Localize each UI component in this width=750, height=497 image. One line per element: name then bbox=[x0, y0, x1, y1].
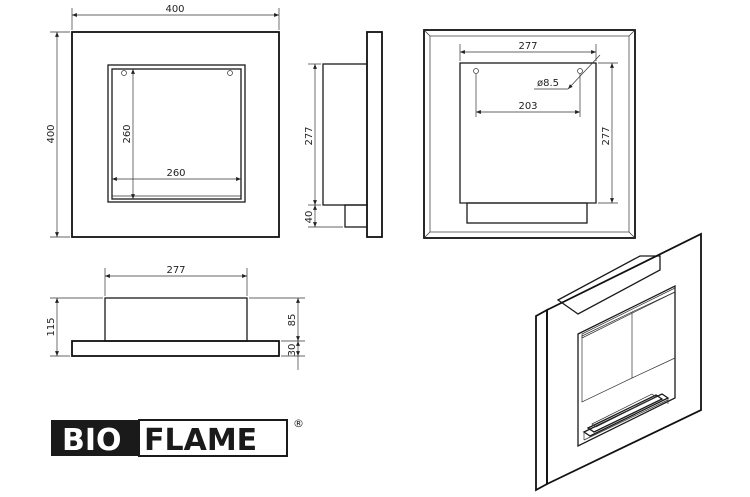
front-opening-outer bbox=[107, 64, 246, 203]
back-view: 277 203 ø8.5 277 bbox=[423, 29, 636, 239]
logo-bio-text: BIO bbox=[62, 423, 122, 458]
back-box bbox=[459, 62, 597, 204]
front-mount-hole-left bbox=[121, 70, 127, 76]
back-outer-frame bbox=[423, 29, 636, 239]
dim-side-base: 40 bbox=[304, 211, 315, 224]
logo-flame-box bbox=[138, 419, 288, 457]
side-frame bbox=[366, 31, 383, 238]
iso-frame-edge bbox=[535, 308, 548, 492]
front-outer-frame bbox=[71, 31, 280, 238]
dim-top-total: 115 bbox=[46, 317, 57, 336]
back-hole-left bbox=[473, 68, 479, 74]
front-opening-inner bbox=[111, 68, 242, 200]
dim-top-box: 85 bbox=[287, 314, 298, 327]
front-mount-hole-right bbox=[227, 70, 233, 76]
dim-back-width: 277 bbox=[518, 41, 537, 52]
dim-front-height: 400 bbox=[46, 124, 57, 143]
logo-bio-box bbox=[51, 420, 139, 456]
front-view: 400 400 260 260 bbox=[46, 4, 280, 238]
back-hole-right bbox=[577, 68, 583, 74]
bioflame-logo: BIO FLAME ® bbox=[51, 417, 304, 458]
dim-hole-spacing: 203 bbox=[518, 101, 537, 112]
top-view: 277 115 85 30 bbox=[46, 265, 305, 370]
logo-flame-text: FLAME bbox=[144, 423, 257, 458]
top-frame bbox=[71, 340, 280, 357]
dim-top-width: 277 bbox=[166, 265, 185, 276]
back-base bbox=[466, 202, 588, 224]
side-base bbox=[344, 204, 368, 228]
dim-front-width: 400 bbox=[165, 4, 184, 15]
dim-opening-width: 260 bbox=[166, 168, 185, 179]
dim-opening-height: 260 bbox=[122, 124, 133, 143]
dim-back-height: 277 bbox=[601, 126, 612, 145]
side-box bbox=[322, 63, 368, 206]
iso-frame-face bbox=[546, 232, 702, 486]
iso-opening bbox=[577, 284, 676, 448]
dim-side-depth: 277 bbox=[304, 126, 315, 145]
top-box bbox=[104, 297, 248, 342]
logo-registered-mark: ® bbox=[293, 417, 304, 430]
dim-hole-diameter: ø8.5 bbox=[537, 78, 559, 89]
hole-diameter-leader bbox=[567, 54, 601, 90]
dim-top-frame: 30 bbox=[287, 344, 298, 357]
side-view: 277 40 bbox=[304, 31, 383, 238]
isometric-view bbox=[535, 232, 702, 492]
back-inner-frame bbox=[429, 35, 630, 233]
